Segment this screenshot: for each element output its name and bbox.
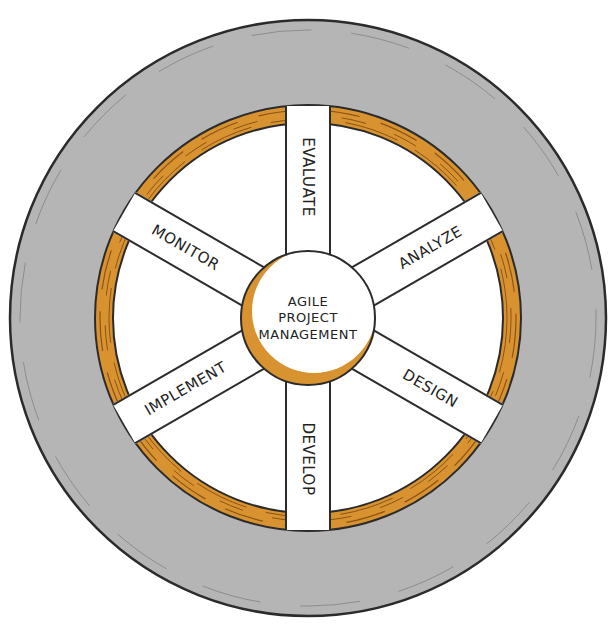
wood-grain — [100, 110, 516, 526]
wheel-interior — [113, 123, 503, 513]
spoke-band: DEVELOP — [285, 378, 331, 530]
rim — [95, 105, 521, 531]
wood-grain — [105, 115, 511, 521]
node-label: EVALUATE — [299, 137, 317, 216]
tire — [10, 20, 606, 616]
node-label: DEVELOP — [299, 423, 317, 496]
wood-grain — [109, 119, 507, 517]
hub-outline — [241, 251, 375, 385]
node-label: AGILE PROJECT MANAGEMENT — [256, 294, 360, 343]
spoke-band: EVALUATE — [285, 106, 331, 258]
hub-circle: AGILE PROJECT MANAGEMENT — [238, 248, 378, 388]
tire-sketch-line — [20, 30, 596, 606]
